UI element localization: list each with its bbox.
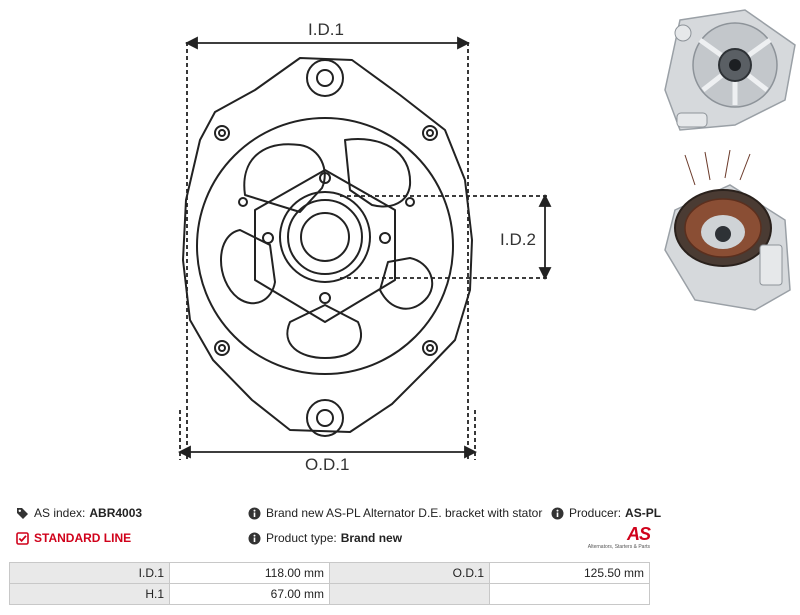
stator-photo [655, 150, 800, 320]
standard-line-label: STANDARD LINE [34, 531, 132, 545]
tag-icon [15, 506, 29, 520]
vent-lobe-right [379, 257, 434, 310]
as-index-label: AS index: [34, 506, 86, 520]
spec-key [329, 583, 490, 605]
product-type-value: Brand new [340, 531, 403, 545]
info-circle-icon [550, 506, 564, 520]
bracket-photo [655, 5, 800, 140]
label-id1: I.D.1 [308, 20, 344, 39]
spec-value: 118.00 mm [169, 562, 330, 584]
product-type-row: Product type: Brand new [247, 531, 402, 545]
brand-logo: AS Alternators, Starters & Parts [584, 524, 651, 552]
logo-tagline: Alternators, Starters & Parts [587, 544, 650, 550]
vent-lobe-top-right [344, 138, 412, 208]
bottom-ear-outer [306, 399, 344, 437]
top-ear-outer [306, 59, 344, 97]
label-id2: I.D.2 [500, 230, 536, 249]
spec-key: O.D.1 [329, 562, 490, 584]
spec-key: H.1 [9, 583, 170, 605]
inner-ring [196, 117, 454, 375]
spec-value: 125.50 mm [489, 562, 650, 584]
info-circle-icon [247, 531, 261, 545]
checkbox-icon [15, 531, 29, 545]
logo-mark: AS [626, 524, 651, 544]
vent-lobe-top-left [243, 143, 326, 213]
vent-lobe-bottom [286, 304, 362, 359]
spec-table: I.D.1 118.00 mm O.D.1 125.50 mm H.1 67.0… [9, 562, 650, 605]
label-od1: O.D.1 [305, 455, 349, 474]
as-index-value: ABR4003 [89, 506, 143, 520]
hub-square [254, 169, 396, 323]
producer-value: AS-PL [625, 506, 662, 520]
bottom-ear-inner [316, 409, 334, 427]
vent-lobe-left [220, 229, 276, 305]
as-index-row: AS index: ABR4003 [15, 506, 142, 520]
spec-value: 67.00 mm [169, 583, 330, 605]
bracket-outline [182, 57, 473, 433]
spec-key: I.D.1 [9, 562, 170, 584]
hub-outer [279, 191, 371, 283]
description-text: Brand new AS-PL Alternator D.E. bracket … [266, 506, 543, 520]
info-circle-icon [247, 506, 261, 520]
spec-value [489, 583, 650, 605]
hub-middle [287, 199, 363, 275]
table-row: I.D.1 118.00 mm O.D.1 125.50 mm [9, 562, 650, 584]
table-row: H.1 67.00 mm [9, 583, 650, 605]
hub-bore [300, 212, 350, 262]
technical-drawing: I.D.1 I.D.2 O.D.1 [177, 20, 552, 474]
standard-line-row: STANDARD LINE [15, 531, 131, 545]
producer-row: Producer: AS-PL [550, 506, 661, 520]
producer-label: Producer: [569, 506, 622, 520]
top-ear-inner [316, 69, 334, 87]
product-type-label: Product type: [266, 531, 337, 545]
description-row: Brand new AS-PL Alternator D.E. bracket … [247, 506, 542, 520]
